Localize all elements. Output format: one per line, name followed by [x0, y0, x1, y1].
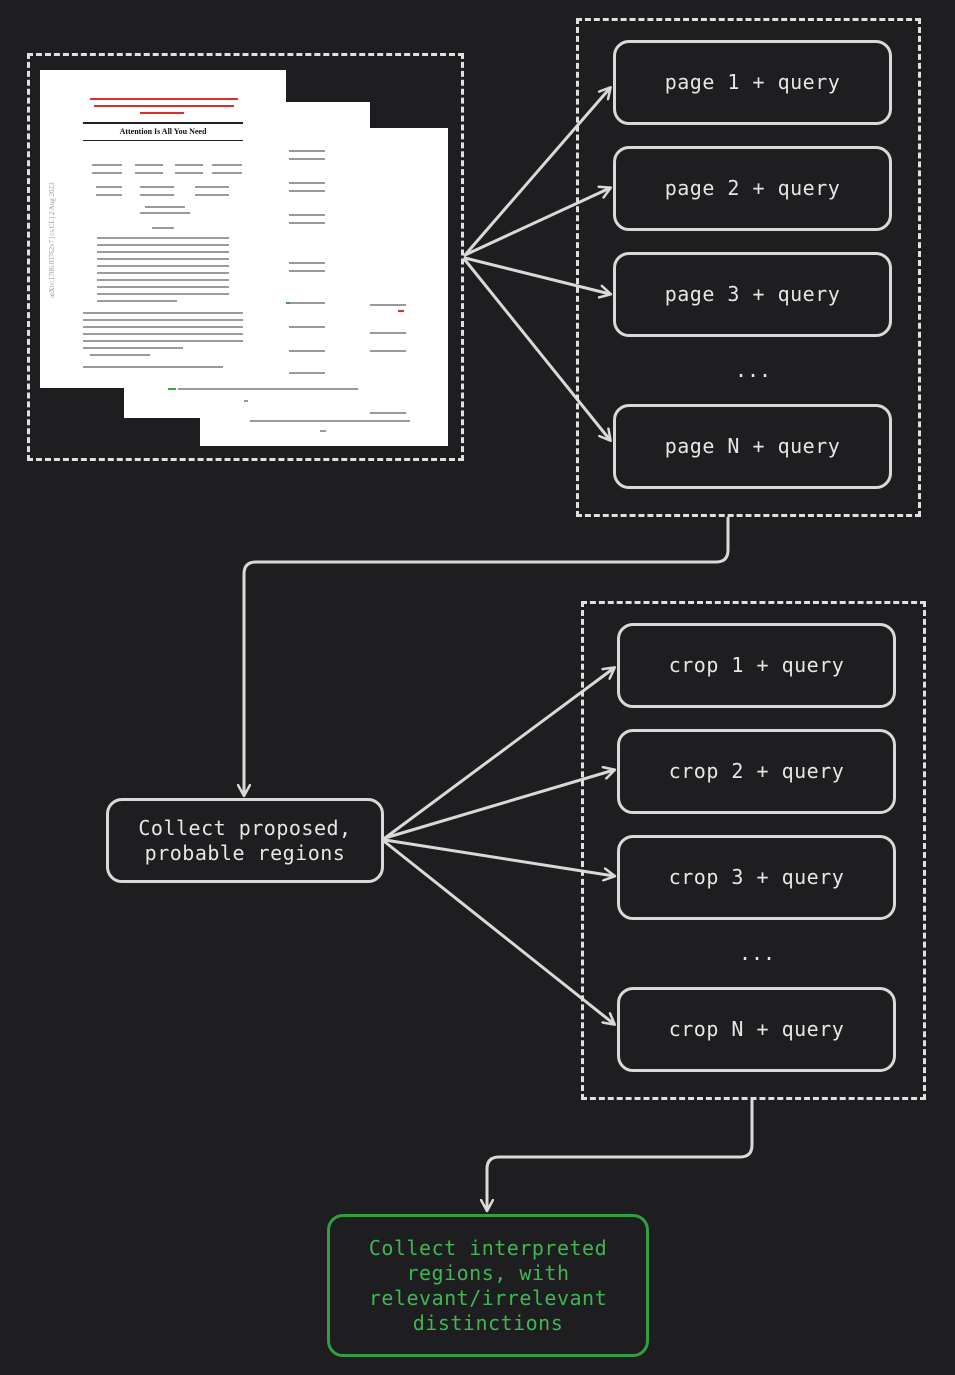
arrow-doc-to-page-3 [463, 256, 610, 294]
crops-group [581, 601, 926, 1100]
arrow-collect-to-crop-n [383, 840, 614, 1024]
arrow-collect-to-crop-3 [383, 838, 614, 876]
crop-n-query-node: crop N + query [617, 987, 896, 1072]
page-3-query-node: page 3 + query [613, 252, 892, 337]
crop-2-query-node: crop 2 + query [617, 729, 896, 814]
pages-group [576, 18, 921, 517]
arrow-crops-to-final [487, 1098, 754, 1210]
arrow-doc-to-page-1 [463, 88, 610, 257]
arrow-collect-to-crop-2 [383, 770, 614, 840]
crop-1-query-node: crop 1 + query [617, 623, 896, 708]
paper-title: Attention Is All You Need [119, 127, 207, 136]
page-1-query-node: page 1 + query [613, 40, 892, 125]
collect-proposed-node: Collect proposed, probable regions [106, 798, 384, 883]
paper-side-label: arXiv:1706.03762v7 [cs.CL] 2 Aug 2023 [48, 182, 56, 299]
crops-ellipsis: ... [738, 941, 776, 965]
page-n-query-node: page N + query [613, 404, 892, 489]
collect-interpreted-node: Collect interpreted regions, with releva… [327, 1214, 649, 1357]
arrow-collect-to-crop-1 [383, 668, 614, 840]
crop-3-query-node: crop 3 + query [617, 835, 896, 920]
paper-page-1: Attention Is All You Need arXiv:1706.037… [40, 70, 286, 388]
page-2-query-node: page 2 + query [613, 146, 892, 231]
arrow-doc-to-page-n [463, 258, 610, 440]
arrow-pages-to-collect [244, 516, 730, 795]
arrow-doc-to-page-2 [463, 188, 610, 257]
pages-ellipsis: ... [734, 358, 772, 382]
document-group [27, 53, 464, 461]
